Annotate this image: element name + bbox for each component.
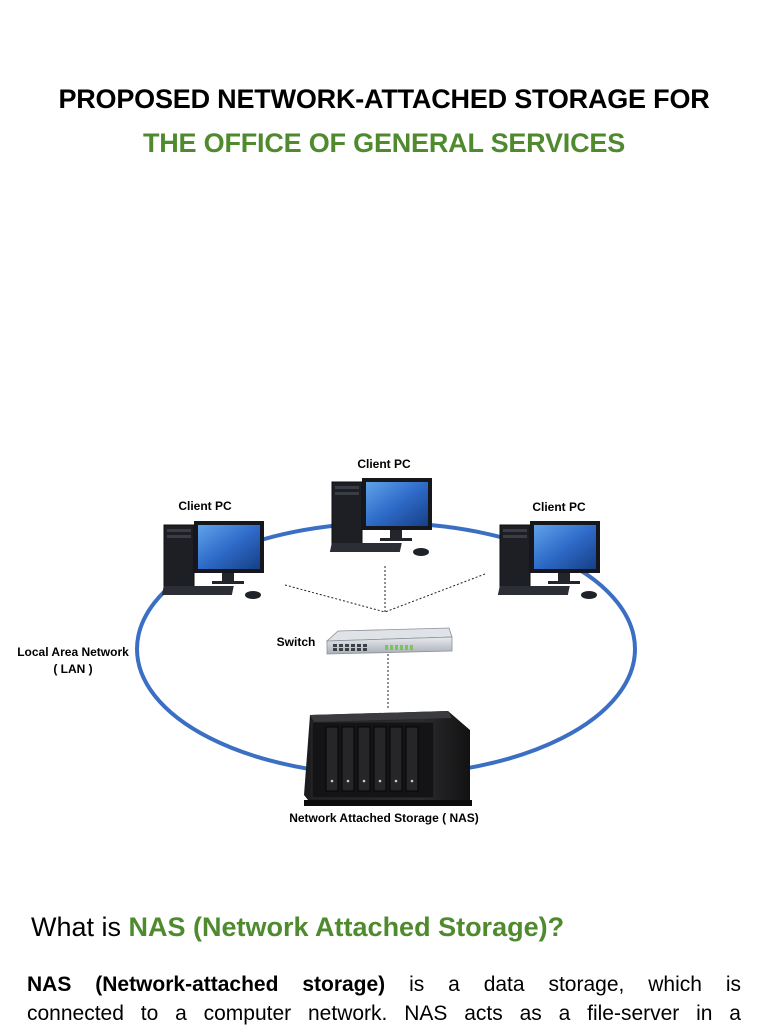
page-title-line-1: PROPOSED NETWORK-ATTACHED STORAGE FOR [58, 84, 710, 114]
paragraph-line-1-rest: is a data storage, which is [385, 973, 741, 996]
nas-description-paragraph: NAS (Network-attached storage) is a data… [27, 970, 741, 1028]
keyboard-icon [161, 586, 234, 595]
keyboard-icon [497, 586, 570, 595]
lan-label-line-1: Local Area Network [17, 645, 129, 659]
mouse-icon [245, 591, 261, 599]
network-switch [325, 627, 453, 655]
pc-tower-icon [499, 524, 531, 588]
paragraph-line-2: connected to a computer network. NAS act… [27, 1002, 741, 1025]
paragraph-bold-term: NAS (Network-attached storage) [27, 973, 386, 996]
nas-device [304, 711, 472, 806]
client-pc-top [329, 478, 432, 556]
client-pc-right-label: Client PC [532, 500, 586, 514]
section-heading: What is NAS (Network Attached Storage)? [31, 912, 564, 943]
paragraph-line-1: NAS (Network-attached storage) is a data… [27, 970, 741, 999]
monitor-icon [530, 521, 600, 584]
switch-label: Switch [277, 635, 316, 649]
client-pc-left [161, 521, 264, 599]
page-title-line-2: THE OFFICE OF GENERAL SERVICES [142, 128, 626, 158]
connection-lines [284, 566, 486, 708]
pc-tower-icon [331, 481, 363, 545]
mouse-icon [413, 548, 429, 556]
client-pc-right [497, 521, 600, 599]
nas-network-diagram: Client PC Client PC Client PC Switch Loc… [17, 457, 637, 825]
keyboard-icon [329, 543, 402, 552]
lan-label-line-2: ( LAN ) [53, 662, 92, 676]
monitor-icon [362, 478, 432, 541]
client-pc-top-label: Client PC [357, 457, 411, 471]
client-pc-left-label: Client PC [178, 499, 232, 513]
monitor-icon [194, 521, 264, 584]
pc-tower-icon [163, 524, 195, 588]
section-heading-prefix: What is [31, 912, 129, 942]
mouse-icon [581, 591, 597, 599]
nas-label: Network Attached Storage ( NAS) [289, 811, 479, 825]
section-heading-highlight: NAS (Network Attached Storage)? [128, 912, 565, 942]
